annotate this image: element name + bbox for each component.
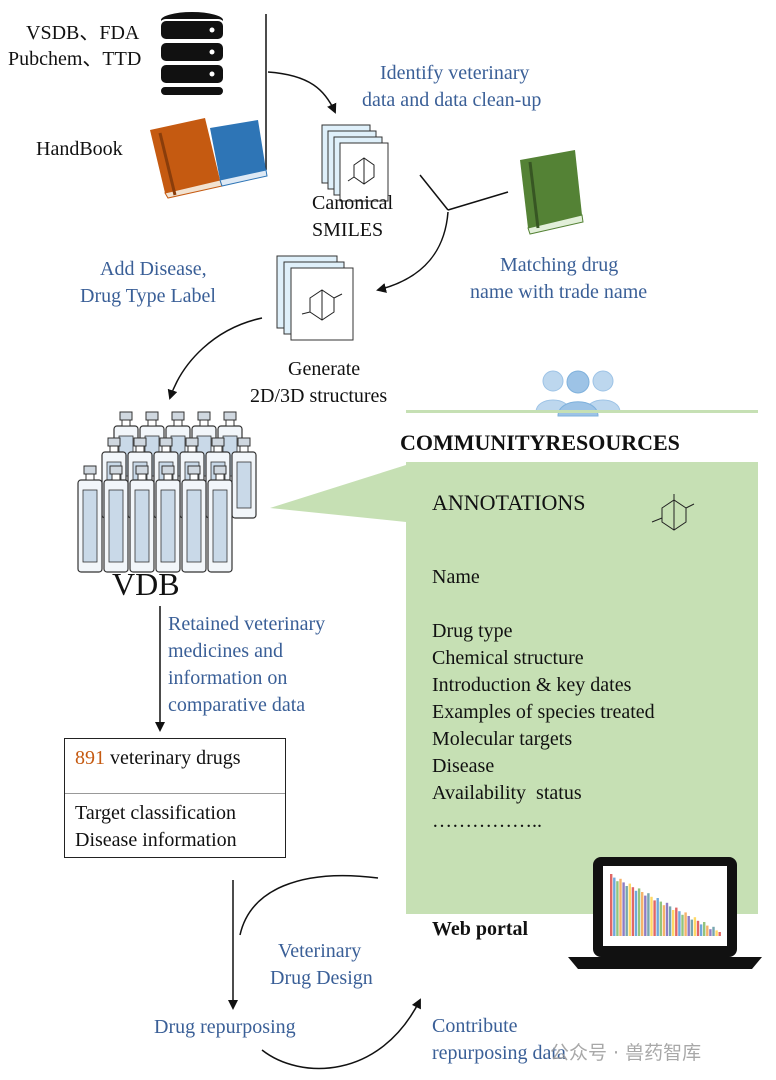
field-availability: Availability status [432,782,582,804]
drug-box-divider [65,793,285,794]
field-disease: Disease [432,755,495,777]
disease-information: Disease information [75,829,237,851]
contribute-line2: repurposing data [432,1042,566,1064]
cycle-arc-upper [239,874,379,936]
field-name: Name [432,566,480,588]
cycle-arc-lower [261,998,421,1070]
identify-label-line2: data and data clean-up [362,89,542,111]
database-sources-line1: VSDB、FDA [26,22,140,44]
field-molecular-targets: Molecular targets [432,728,573,750]
field-introduction: Introduction & key dates [432,674,632,696]
generate-label-line2: 2D/3D structures [250,385,388,407]
retained-line3: information on [168,667,288,689]
clean-up-arrow [267,71,337,114]
vdb-title: VDB [112,566,180,602]
field-more: …………….. [432,810,542,832]
community-resources-title: COMMUNITYRESOURCES [400,430,680,455]
merge-branch-upper [419,174,449,211]
drug-count-row: 891 veterinary drugs [75,745,241,772]
drug-design-line1: Veterinary [278,940,362,962]
vdb-arrow [167,317,263,400]
handbook-label: HandBook [36,138,123,160]
target-classification: Target classification [75,802,236,824]
retained-line4: comparative data [168,694,306,716]
drug-design-line2: Drug Design [270,967,373,989]
retained-line1: Retained veterinary [168,613,326,635]
watermark: 公众号 · 兽药智库 [550,1042,702,1064]
drug-count: 891 [75,747,105,769]
drug-summary-box: 891 veterinary drugs Target classificati… [64,738,286,858]
add-label-line2: Drug Type Label [80,285,216,307]
matching-label-line2: name with trade name [470,281,648,303]
canonical-label-line2: SMILES [312,219,384,241]
annotation-callout [270,465,406,522]
field-species: Examples of species treated [432,701,655,723]
database-sources-line2: Pubchem、TTD [8,48,142,70]
retained-line2: medicines and [168,640,283,662]
annotations-title: ANNOTATIONS [432,490,586,515]
structure-arrow [376,211,449,293]
generate-label-line1: Generate [288,358,361,380]
web-portal-label: Web portal [432,918,529,940]
add-label-line1: Add Disease, [100,258,207,280]
contribute-line1: Contribute [432,1015,518,1037]
field-chemical-structure: Chemical structure [432,647,584,669]
drug-count-label: veterinary drugs [110,747,241,769]
drug-repurposing-label: Drug repurposing [154,1016,296,1038]
canonical-label-line1: Canonical [312,192,394,214]
community-divider [406,410,758,413]
matching-label-line1: Matching drug [500,254,619,276]
field-drug-type: Drug type [432,620,513,642]
merge-branch-right [447,191,509,211]
identify-label-line1: Identify veterinary [380,62,530,84]
annotations-panel [406,462,758,914]
